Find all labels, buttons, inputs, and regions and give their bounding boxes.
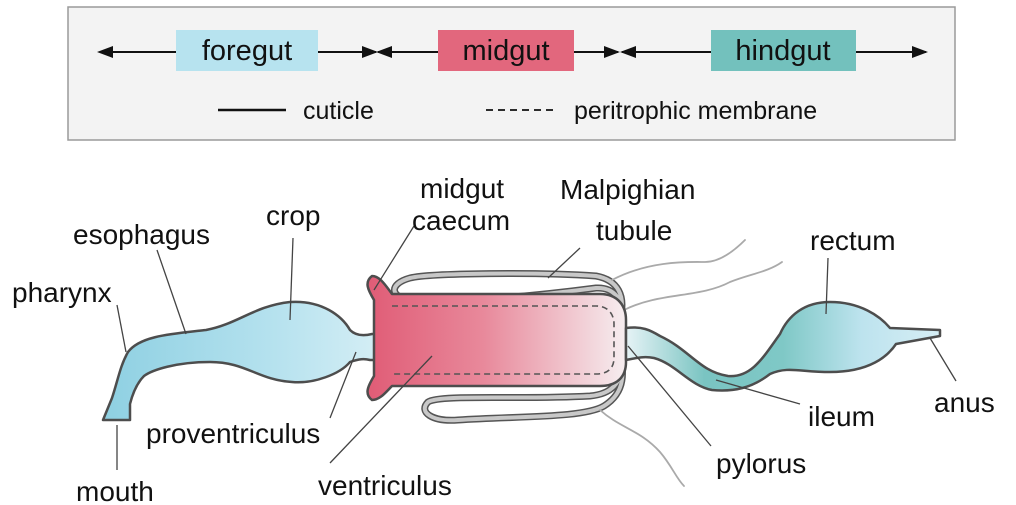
label-mouth: mouth <box>76 476 154 505</box>
label-midgut-caecum-line1: midgut <box>420 173 504 204</box>
label-malpighian-line2: tubule <box>596 215 672 246</box>
label-anus: anus <box>934 387 995 418</box>
midgut-label: midgut <box>462 35 549 67</box>
label-crop: crop <box>266 200 320 231</box>
label-esophagus: esophagus <box>73 219 210 250</box>
label-pharynx: pharynx <box>12 277 112 308</box>
middle-thin-tubule <box>624 262 782 310</box>
label-ileum: ileum <box>808 401 875 432</box>
upper-thin-tubule <box>612 240 745 280</box>
cuticle-key-label: cuticle <box>303 97 374 125</box>
label-malpighian-line1: Malpighian <box>560 174 695 205</box>
label-midgut-caecum-line2: caecum <box>412 205 510 236</box>
legend: foregut midgut hindgut cuticle peritroph… <box>68 7 955 140</box>
label-proventriculus: proventriculus <box>146 418 320 449</box>
hindgut-body <box>626 302 940 390</box>
peritrophic-key-label: peritrophic membrane <box>574 97 817 125</box>
label-rectum: rectum <box>810 225 896 256</box>
lower-thin-tubule <box>600 410 684 486</box>
label-ventriculus: ventriculus <box>318 470 452 501</box>
hindgut-label: hindgut <box>735 35 830 67</box>
foregut-label: foregut <box>202 35 292 67</box>
label-pylorus: pylorus <box>716 448 806 479</box>
midgut-body <box>368 276 626 400</box>
legend-frame <box>68 7 955 140</box>
